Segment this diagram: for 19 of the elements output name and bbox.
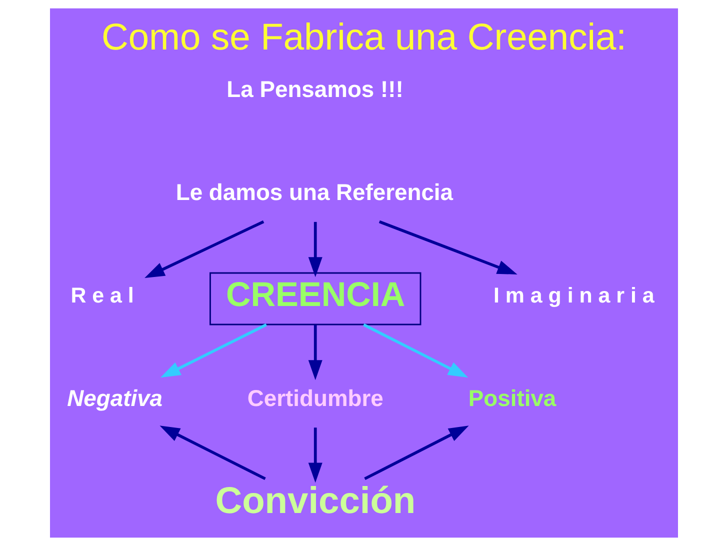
arrow: [308, 428, 322, 483]
diagram-title: Como se Fabrica una Creencia:: [101, 16, 627, 58]
arrow: [160, 323, 267, 378]
node-text: Positiva: [468, 384, 556, 411]
arrow: [308, 324, 322, 380]
arrow: [308, 222, 322, 278]
arrow: [363, 323, 468, 378]
arrow: [144, 220, 264, 278]
arrow: [378, 220, 518, 274]
arrow: [160, 426, 266, 480]
node-text: Negativa: [67, 384, 163, 411]
node-text: I m a g i n a r i a: [493, 283, 654, 308]
arrow: [364, 426, 469, 480]
node-box: CREENCIA: [210, 272, 422, 326]
node-text: Le damos una Referencia: [176, 178, 454, 205]
node-text: Certidumbre: [247, 384, 384, 411]
node-text: Convicción: [215, 479, 416, 522]
label: La Pensamos !!!: [226, 76, 404, 102]
node-text: R e a l: [70, 283, 134, 308]
